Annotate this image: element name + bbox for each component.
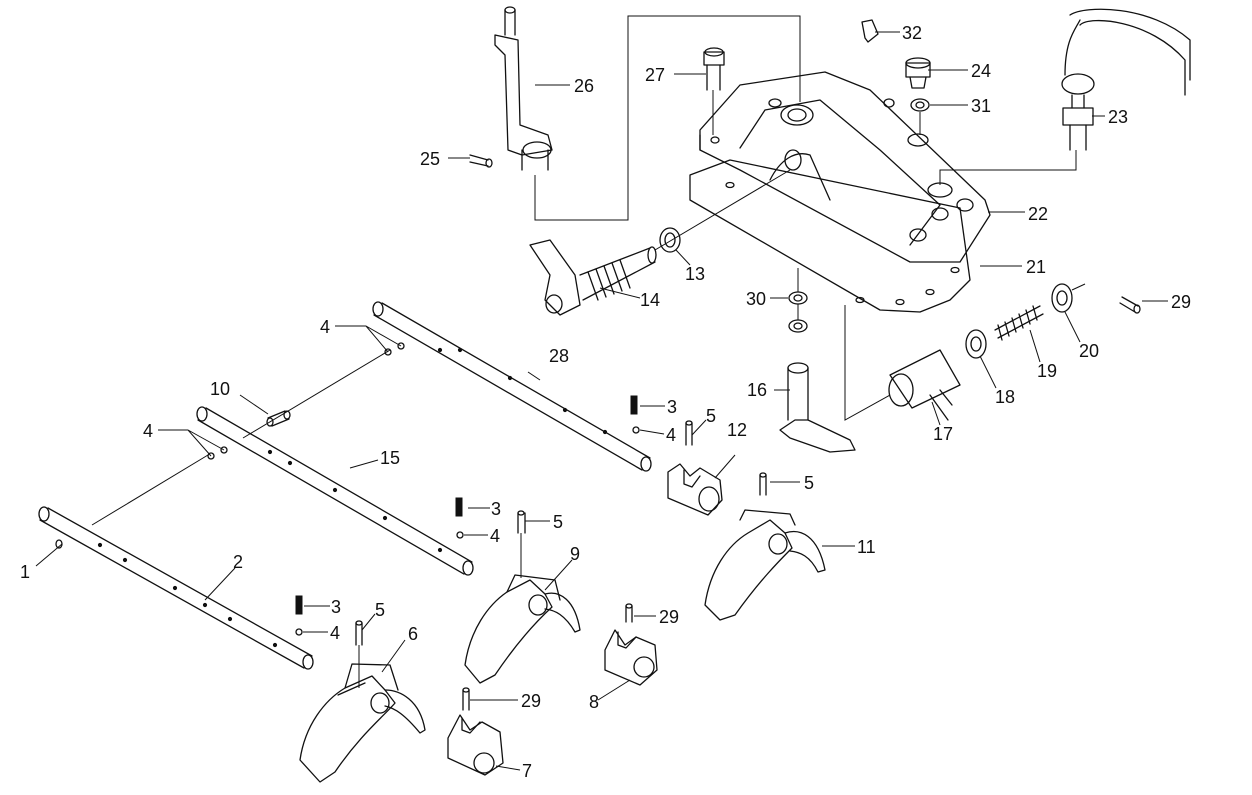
selector-shaft-14	[529, 169, 791, 316]
callout-14: 14	[640, 290, 660, 310]
shift-fork-6	[299, 663, 426, 783]
callout-20: 20	[1079, 341, 1099, 361]
detent-springs	[295, 395, 640, 636]
callout-2: 2	[233, 552, 243, 572]
spring-19	[994, 305, 1044, 341]
plug-24	[905, 57, 931, 89]
bolt-27	[703, 47, 725, 135]
callout-6: 6	[408, 624, 418, 644]
callout-5: 5	[804, 473, 814, 493]
callout-18: 18	[995, 387, 1015, 407]
callout-24: 24	[971, 61, 991, 81]
callout-22: 22	[1028, 204, 1048, 224]
pin-29	[1119, 296, 1141, 314]
callout-28: 28	[549, 346, 569, 366]
callout-21: 21	[1026, 257, 1046, 277]
callout-13: 13	[685, 264, 705, 284]
washer-30	[788, 268, 808, 333]
callout-5: 5	[706, 406, 716, 426]
cover-gasket-21	[689, 159, 971, 313]
shift-fork-11	[704, 509, 826, 621]
callout-26: 26	[574, 76, 594, 96]
leader-lines	[35, 31, 1168, 771]
callout-30: 30	[746, 289, 766, 309]
interlock-parts	[55, 342, 405, 549]
shift-rail-2	[38, 506, 314, 670]
callout-7: 7	[522, 761, 532, 781]
seal-13	[659, 227, 681, 253]
shift-block-8	[604, 629, 658, 686]
callout-31: 31	[971, 96, 991, 116]
callout-25: 25	[420, 149, 440, 169]
shift-block-12	[667, 463, 723, 516]
callout-4: 4	[320, 317, 330, 337]
callout-3: 3	[667, 397, 677, 417]
callout-12: 12	[727, 420, 747, 440]
callout-10: 10	[210, 379, 230, 399]
callout-16: 16	[747, 380, 767, 400]
washer-20	[1051, 283, 1086, 313]
top-cover-22	[699, 71, 991, 263]
callout-11: 11	[857, 537, 876, 557]
washer-31	[910, 98, 930, 135]
callout-4: 4	[330, 623, 340, 643]
callout-1: 1	[20, 562, 30, 582]
shift-lever-26	[494, 6, 801, 221]
callout-32: 32	[902, 23, 922, 43]
clip-32	[861, 19, 879, 43]
shift-rail-15	[196, 406, 474, 576]
callout-4: 4	[490, 526, 500, 546]
callout-5: 5	[553, 512, 563, 532]
callout-17: 17	[933, 424, 953, 444]
callout-labels: 1 2 3 3 3 4 4 4 4 4 5 5 5 5 6 7 8 9 10 1…	[20, 23, 1191, 781]
pin-25	[469, 154, 493, 168]
finger-16	[779, 362, 856, 453]
shift-rail-28	[372, 301, 652, 472]
callout-4: 4	[666, 425, 676, 445]
shift-block-7	[447, 714, 504, 776]
callout-9: 9	[570, 544, 580, 564]
callout-3: 3	[331, 597, 341, 617]
callout-29: 29	[1171, 292, 1191, 312]
callout-3: 3	[491, 499, 501, 519]
sleeve-17	[844, 305, 961, 421]
callout-29: 29	[659, 607, 679, 627]
callout-8: 8	[589, 692, 599, 712]
callout-19: 19	[1037, 361, 1057, 381]
washer-18	[965, 329, 987, 359]
shift-fork-9	[464, 574, 581, 684]
roll-pins	[355, 420, 767, 711]
callout-29: 29	[521, 691, 541, 711]
callout-23: 23	[1108, 107, 1128, 127]
switch-23	[939, 8, 1191, 185]
callout-15: 15	[380, 448, 400, 468]
callout-4: 4	[143, 421, 153, 441]
callout-5: 5	[375, 600, 385, 620]
callout-27: 27	[645, 65, 665, 85]
